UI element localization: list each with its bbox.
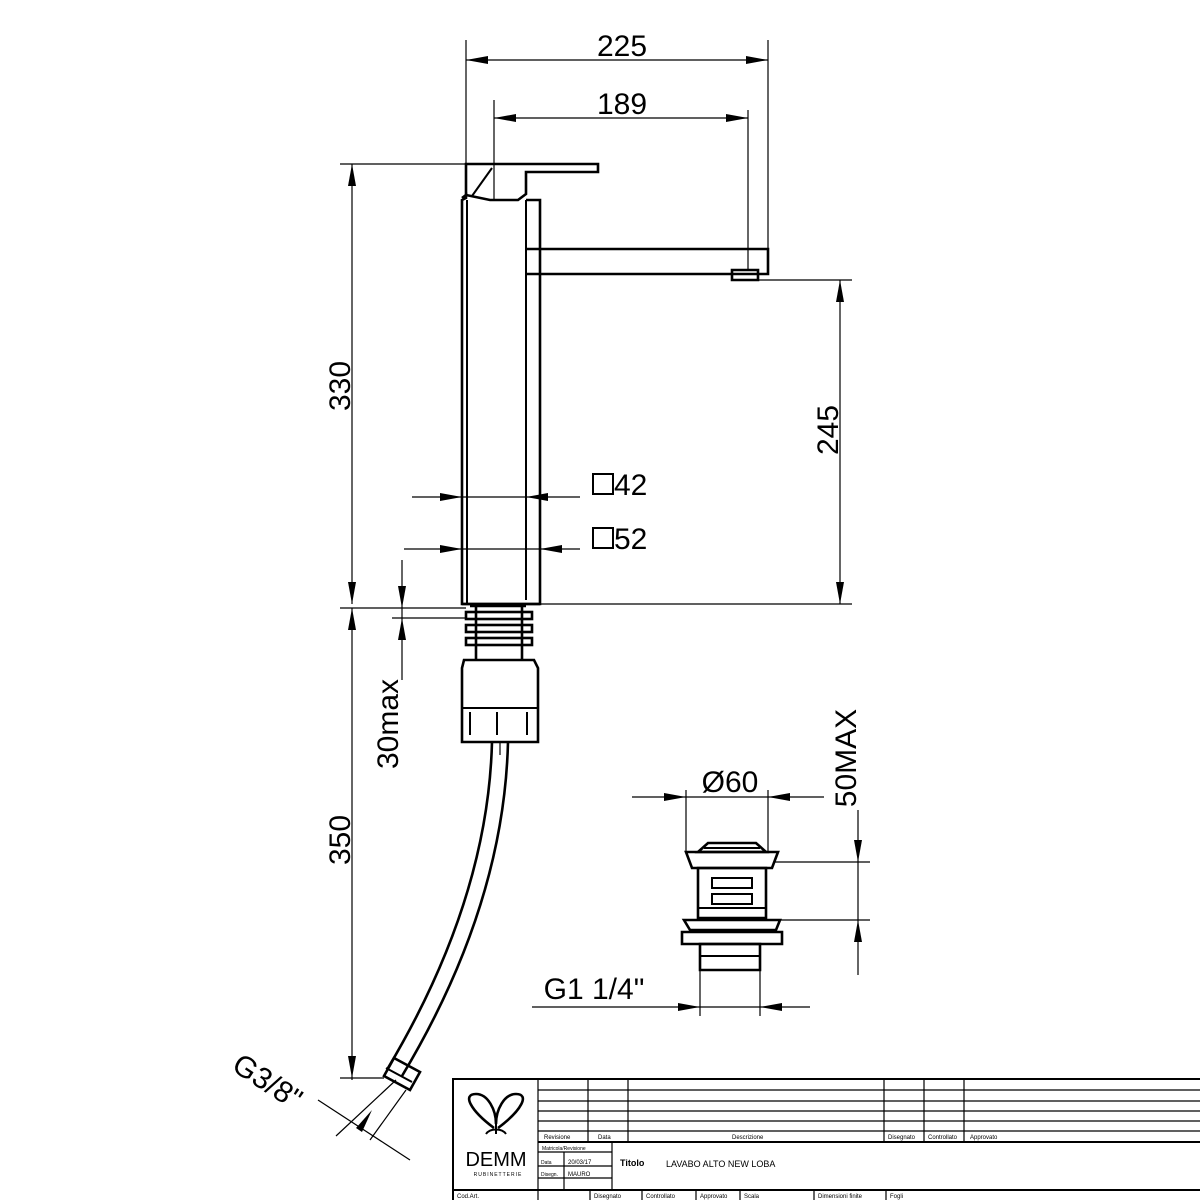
waste-dimension-lines: [532, 790, 870, 1016]
dim-hose-length: 350: [324, 815, 357, 865]
logo-subtext: RUBINETTERIE: [474, 1172, 523, 1178]
col-label-controllato: Controllato: [928, 1135, 958, 1141]
square-42-label: 42: [592, 469, 647, 502]
drawn-label: Disegn.: [541, 1172, 558, 1178]
col-label-approvato: Approvato: [970, 1135, 998, 1141]
dim-square-42: 42: [614, 469, 647, 502]
title-label: Titolo: [620, 1158, 645, 1168]
bottom-label-dimensioni: Dimensioni finite: [818, 1194, 863, 1200]
approval-label: Matricola/Revisione: [542, 1146, 586, 1152]
dim-waste-diameter: Ø60: [702, 766, 759, 799]
title-value: LAVABO ALTO NEW LOBA: [666, 1159, 775, 1169]
date-value: 20/03/17: [568, 1160, 592, 1166]
logo-text: DEMM: [465, 1149, 526, 1171]
dim-hose-thread: G3/8": [226, 1048, 307, 1117]
dim-overall-width: 225: [597, 30, 647, 63]
dimension-lines: [317, 40, 852, 1161]
faucet-outline: [382, 162, 770, 1092]
bottom-label-scala: Scala: [744, 1194, 760, 1200]
square-symbol-icon: [592, 527, 614, 549]
bottom-label-disegnato: Disegnato: [594, 1194, 622, 1200]
square-52-label: 52: [592, 523, 647, 556]
bottom-label-cod: Cod.Art.: [457, 1194, 479, 1200]
bottom-label-fogli: Fogli: [890, 1194, 903, 1200]
square-symbol-icon: [592, 473, 614, 495]
col-label-revisione: Revisione: [544, 1135, 571, 1141]
col-label-data: Data: [598, 1135, 611, 1141]
drawn-value: MAURO: [568, 1172, 591, 1178]
dim-waste-thread: G1 1/4": [544, 973, 645, 1006]
dim-square-52: 52: [614, 523, 647, 556]
col-label-descrizione: Descrizione: [732, 1135, 764, 1141]
dim-waste-max: 50MAX: [830, 709, 863, 807]
demm-logo: DEMM RUBINETTERIE: [465, 1092, 527, 1178]
col-label-disegnato: Disegnato: [888, 1135, 916, 1141]
dim-spout-reach: 189: [597, 88, 647, 121]
dim-max-thickness: 30max: [372, 679, 405, 769]
title-block: [452, 1078, 1200, 1200]
bottom-label-controllato: Controllato: [646, 1194, 676, 1200]
date-label: Data: [541, 1160, 552, 1166]
bottom-label-approvato: Approvato: [700, 1194, 728, 1200]
dim-spout-height: 245: [812, 405, 845, 455]
dim-total-height: 330: [324, 361, 357, 411]
waste-drain-outline: [680, 841, 784, 972]
